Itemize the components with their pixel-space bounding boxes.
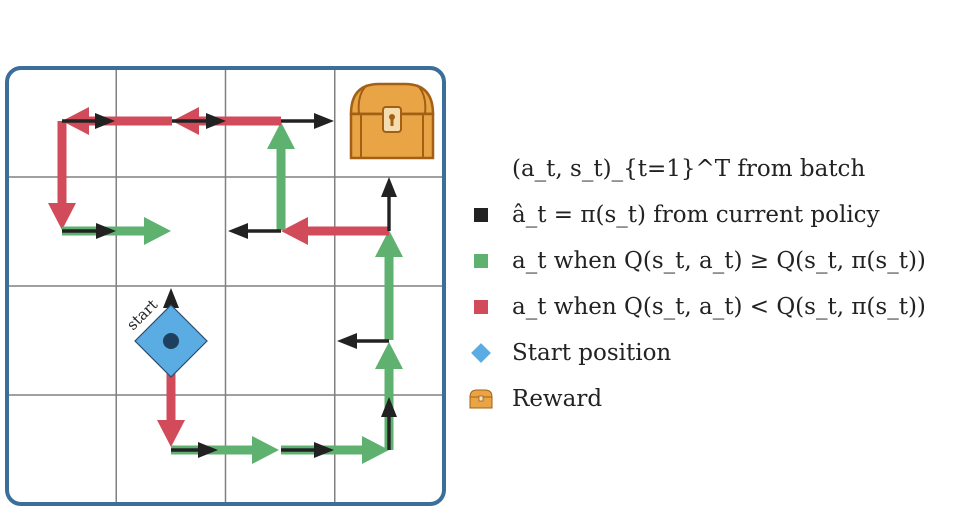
black-arrow — [281, 442, 334, 458]
black-arrow — [337, 333, 389, 349]
legend-reward-label: Reward — [512, 386, 603, 412]
red-square-icon — [474, 300, 488, 314]
black-square-icon — [474, 208, 488, 222]
legend: (a_t, s_t)_{t=1}^T from batch â_t = π(s_… — [468, 146, 938, 422]
legend-green-label: a_t when Q(s_t, a_t) ≥ Q(s_t, π(s_t)) — [512, 248, 926, 274]
legend-item-reward: Reward — [468, 376, 938, 422]
legend-item-green: a_t when Q(s_t, a_t) ≥ Q(s_t, π(s_t)) — [468, 238, 938, 284]
legend-item-start: Start position — [468, 330, 938, 376]
legend-item-policy: â_t = π(s_t) from current policy — [468, 192, 938, 238]
black-arrow — [381, 397, 397, 450]
black-arrow — [62, 113, 115, 129]
grid-layer — [5, 66, 446, 506]
start-dot — [163, 333, 179, 349]
black-arrow — [281, 113, 334, 129]
black-arrow — [172, 113, 226, 129]
arrow-layer — [48, 107, 403, 464]
grid-frame — [5, 66, 446, 506]
red-arrow — [48, 121, 76, 230]
legend-start-label: Start position — [512, 340, 672, 366]
legend-item-batch: (a_t, s_t)_{t=1}^T from batch — [468, 146, 938, 192]
green-square-icon — [474, 254, 488, 268]
legend-text-batch: (a_t, s_t)_{t=1}^T from batch — [512, 156, 865, 182]
treasure-chest-icon — [349, 82, 435, 160]
blue-diamond-icon — [471, 343, 491, 363]
black-arrow — [171, 442, 218, 458]
legend-batch-label: (a_t, s_t)_{t=1}^T from batch — [512, 156, 866, 182]
legend-policy-label: â_t = π(s_t) from current policy — [512, 202, 880, 228]
black-arrow — [62, 223, 116, 239]
black-arrow — [228, 223, 281, 239]
green-arrow — [375, 230, 403, 340]
treasure-chest-icon — [469, 389, 493, 409]
legend-red-label: a_t when Q(s_t, a_t) < Q(s_t, π(s_t)) — [512, 294, 926, 320]
red-arrow — [281, 217, 389, 245]
legend-item-red: a_t when Q(s_t, a_t) < Q(s_t, π(s_t)) — [468, 284, 938, 330]
black-arrow — [381, 177, 397, 231]
green-arrow — [267, 122, 295, 230]
